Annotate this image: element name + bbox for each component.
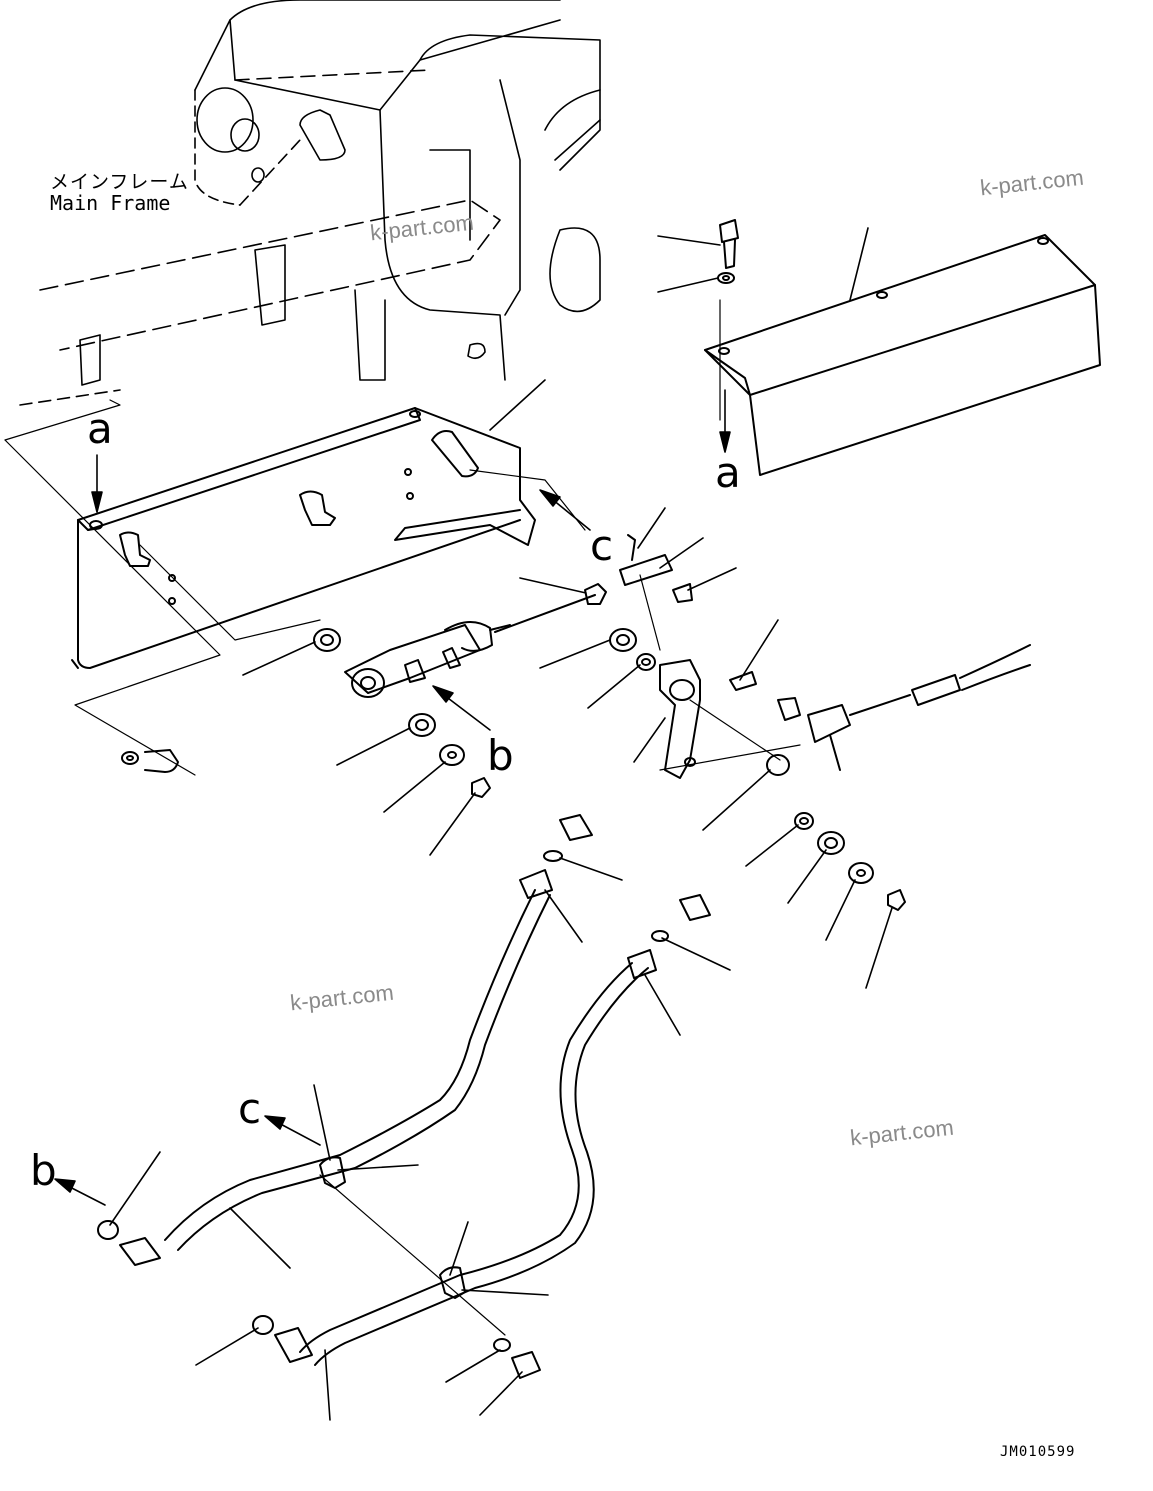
main-frame-label-en: Main Frame <box>50 191 171 215</box>
callout-a-right: a <box>715 448 741 497</box>
callout-c-bottom: c <box>238 1084 262 1133</box>
leader-lines <box>109 227 893 1421</box>
main-frame-outline <box>19 0 601 406</box>
callout-c-mid: c <box>590 521 614 570</box>
callout-arrows <box>54 389 731 1206</box>
callout-b-bottom: b <box>30 1146 57 1195</box>
bracket-plate <box>71 407 536 669</box>
callout-a-top: a <box>87 404 113 453</box>
callout-b-mid: b <box>487 731 514 780</box>
small-parts <box>121 583 906 911</box>
lever <box>619 534 701 779</box>
guide-lines <box>4 299 801 1336</box>
control-cable <box>807 644 1031 771</box>
hoses <box>97 814 711 1379</box>
cover-panel <box>704 234 1101 476</box>
cover-bolt <box>717 219 739 284</box>
cylinder <box>344 594 596 698</box>
drawing-code: JM010599 <box>1000 1444 1076 1460</box>
main-frame-label-jp: メインフレーム <box>50 171 189 193</box>
